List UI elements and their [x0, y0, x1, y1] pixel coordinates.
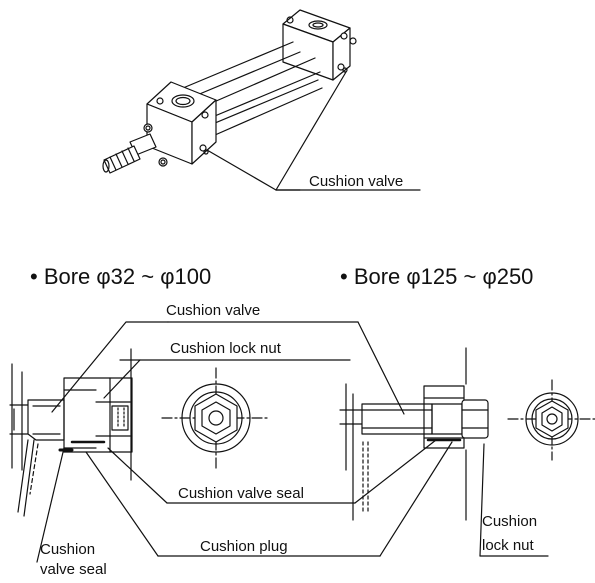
label-locknut-right-line2: lock nut	[482, 537, 535, 554]
label-cushion-valve-seal: Cushion valve seal	[178, 485, 304, 502]
right-end-view	[507, 379, 595, 461]
label-cushion-valve: Cushion valve	[166, 302, 260, 319]
top-cushion-valve-label: Cushion valve	[309, 173, 403, 190]
label-cushion-plug: Cushion plug	[200, 538, 288, 555]
label-seal-left-line1: Cushion	[40, 541, 95, 558]
cylinder-illustration	[102, 9, 357, 174]
left-end-view	[161, 367, 269, 471]
label-seal-left-line2: valve seal	[40, 561, 107, 578]
top-callout-leaders	[206, 71, 421, 191]
label-locknut-right-line1: Cushion	[482, 513, 537, 530]
label-cushion-lock-nut: Cushion lock nut	[170, 340, 282, 357]
heading-bore-large: • Bore φ125 ~ φ250	[340, 264, 533, 289]
right-section-view	[339, 347, 489, 521]
piston-rod	[102, 133, 157, 174]
left-section-view	[9, 348, 133, 517]
heading-bore-small: • Bore φ32 ~ φ100	[30, 264, 211, 289]
rear-head-cap	[282, 9, 357, 81]
leader-lines	[36, 321, 549, 563]
front-head-cap	[143, 81, 217, 167]
cylinder-tube	[182, 41, 323, 136]
